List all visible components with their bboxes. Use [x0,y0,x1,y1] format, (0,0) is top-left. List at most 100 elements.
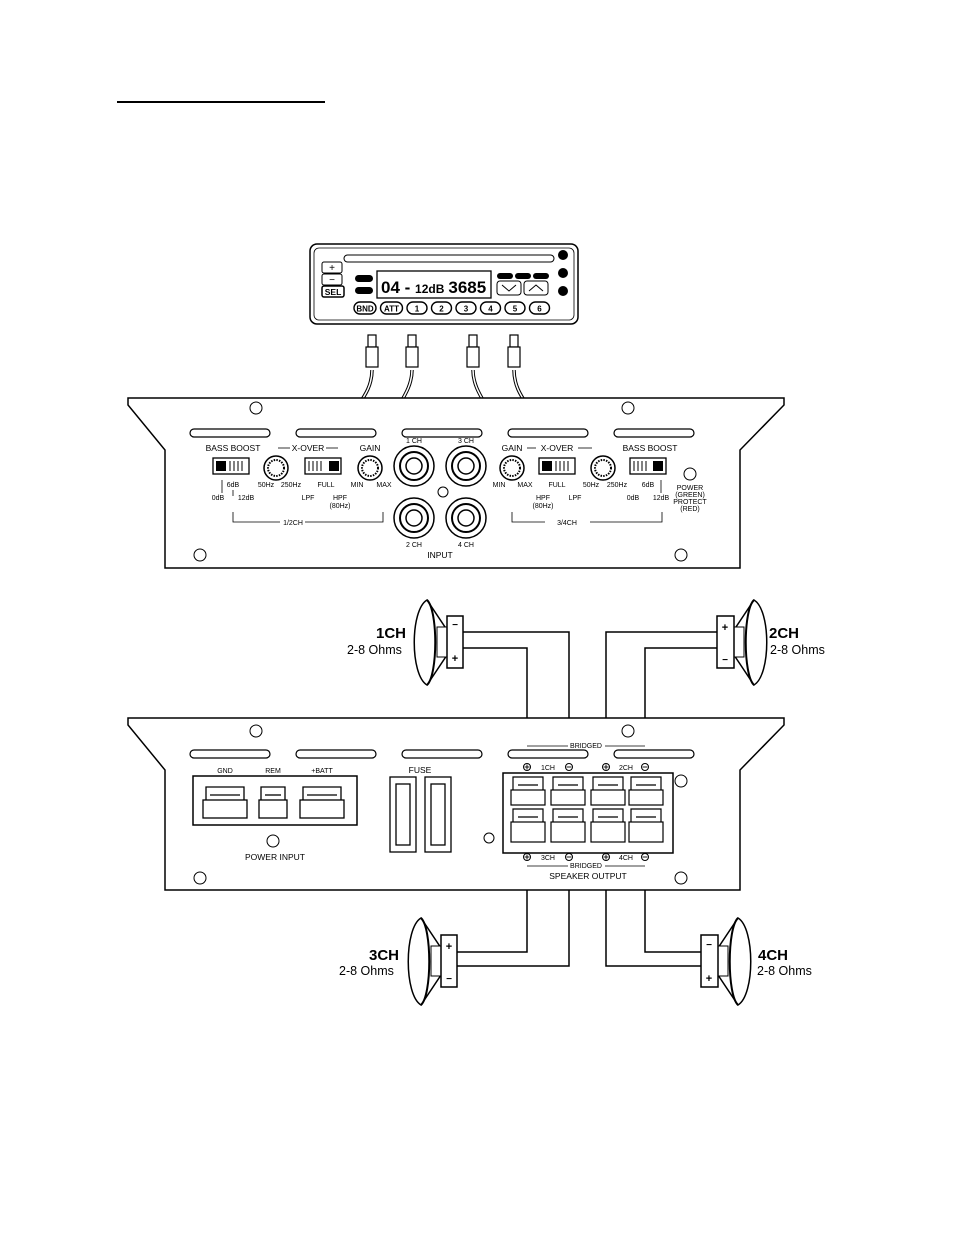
bridged-top-label: BRIDGED [570,743,602,750]
plus-button: + [329,263,335,274]
preset-button [479,301,502,315]
speaker-3ch-ohms: 2-8 Ohms [339,964,394,978]
power-terminals [202,786,345,819]
speaker-2ch: + − 2CH 2-8 Ohms [716,598,825,687]
out-3ch-label: 3CH [541,855,555,862]
svg-text:HPF: HPF [536,495,550,502]
speaker-2ch-name: 2CH [769,625,799,642]
gnd-label: GND [217,768,233,775]
power-led [683,467,697,481]
speaker-4ch-name: 4CH [758,947,788,964]
svg-text:FULL: FULL [548,482,565,489]
left-gain-label: GAIN [360,443,381,453]
svg-text:(GREEN): (GREEN) [675,492,705,499]
svg-text:+: + [706,973,712,985]
right-gain-label: GAIN [502,443,523,453]
svg-text:−: − [722,655,728,666]
svg-text:6dB: 6dB [642,482,655,489]
svg-text:MIN: MIN [493,482,506,489]
svg-text:(RED): (RED) [680,506,699,513]
out-2ch-label: 2CH [619,765,633,772]
svg-text:+: + [452,653,458,665]
preset-button-label: 6 [537,305,542,314]
svg-text:PROTECT: PROTECT [673,499,707,506]
speaker-1ch-ohms: 2-8 Ohms [347,643,402,657]
input-label: INPUT [427,550,453,560]
rca-input-jacks: 1 CH 3 CH 2 CH 4 CH INPUT [393,438,487,560]
preset-button-label: 3 [464,305,469,314]
svg-text:0dB: 0dB [627,495,640,502]
input-3ch-label: 3 CH [458,438,474,445]
minus-button: − [329,275,335,286]
svg-text:6dB: 6dB [227,482,240,489]
speaker-terminals [510,776,664,843]
speaker-3ch-name: 3CH [369,947,399,964]
sel-button: SEL [325,287,342,297]
svg-text:12dB: 12dB [653,495,670,502]
preset-button [353,301,377,315]
preset-button [430,301,453,315]
preset-button-label: 4 [488,305,493,314]
svg-text:MIN: MIN [351,482,364,489]
preset-button [455,301,477,315]
speaker-output-label: SPEAKER OUTPUT [549,871,626,881]
rem-label: REM [265,768,281,775]
preset-button [406,301,428,315]
right-xover-label: X-OVER [541,443,574,453]
speaker-4ch-ohms: 2-8 Ohms [757,964,812,978]
svg-text:50Hz: 50Hz [258,482,275,489]
preset-button-label: ATT [384,305,399,314]
speaker-1ch: − + 1CH 2-8 Ohms [347,598,464,687]
input-1ch-label: 1 CH [406,438,422,445]
svg-text:LPF: LPF [569,495,582,502]
svg-text:0dB: 0dB [212,495,225,502]
preset-button-label: 5 [513,305,518,314]
svg-text:LPF: LPF [302,495,315,502]
preset-button-label: 1 [415,305,420,314]
left-xover-label: X-OVER [292,443,325,453]
input-4ch-label: 4 CH [458,542,474,549]
preset-buttons: BND ATT 1 2 3 4 5 6 [353,301,551,315]
batt-label: +BATT [311,768,333,775]
fuse-label: FUSE [409,765,432,775]
svg-text:+: + [722,622,728,634]
right-group-label: 3/4CH [557,520,577,527]
svg-text:(80Hz): (80Hz) [329,503,350,510]
svg-text:MAX: MAX [376,482,392,489]
svg-text:MAX: MAX [517,482,533,489]
amp-bottom-panel: GND REM +BATT POWER INPUT FUSE [127,717,785,891]
amp-top-panel: BASS BOOST X-OVER GAIN 6dB 0dB 12dB 50Hz… [127,397,785,569]
bridged-bottom-label: BRIDGED [570,863,602,870]
power-input-label: POWER INPUT [245,852,305,862]
left-group-label: 1/2CH [283,520,303,527]
svg-text:POWER: POWER [677,485,703,492]
svg-text:−: − [452,620,458,631]
svg-text:12dB: 12dB [238,495,255,502]
speaker-2ch-ohms: 2-8 Ohms [770,643,825,657]
out-4ch-label: 4CH [619,855,633,862]
preset-button [379,301,404,315]
svg-text:250Hz: 250Hz [281,482,302,489]
input-2ch-label: 2 CH [406,542,422,549]
speaker-3ch: + − 3CH 2-8 Ohms [339,916,458,1007]
svg-text:50Hz: 50Hz [583,482,600,489]
svg-text:FULL: FULL [317,482,334,489]
svg-text:HPF: HPF [333,495,347,502]
svg-text:250Hz: 250Hz [607,482,628,489]
preset-button-label: 2 [439,305,444,314]
preset-button [528,301,551,315]
speaker-1ch-name: 1CH [376,625,406,642]
svg-text:−: − [706,940,712,951]
svg-text:+: + [446,941,452,953]
svg-text:(80Hz): (80Hz) [532,503,553,510]
speaker-4ch: − + 4CH 2-8 Ohms [700,916,812,1007]
svg-text:−: − [446,974,452,985]
preset-button [504,301,526,315]
preset-button-label: BND [356,305,374,314]
right-bass-boost-label: BASS BOOST [623,443,678,453]
out-1ch-label: 1CH [541,765,555,772]
left-bass-boost-label: BASS BOOST [206,443,261,453]
